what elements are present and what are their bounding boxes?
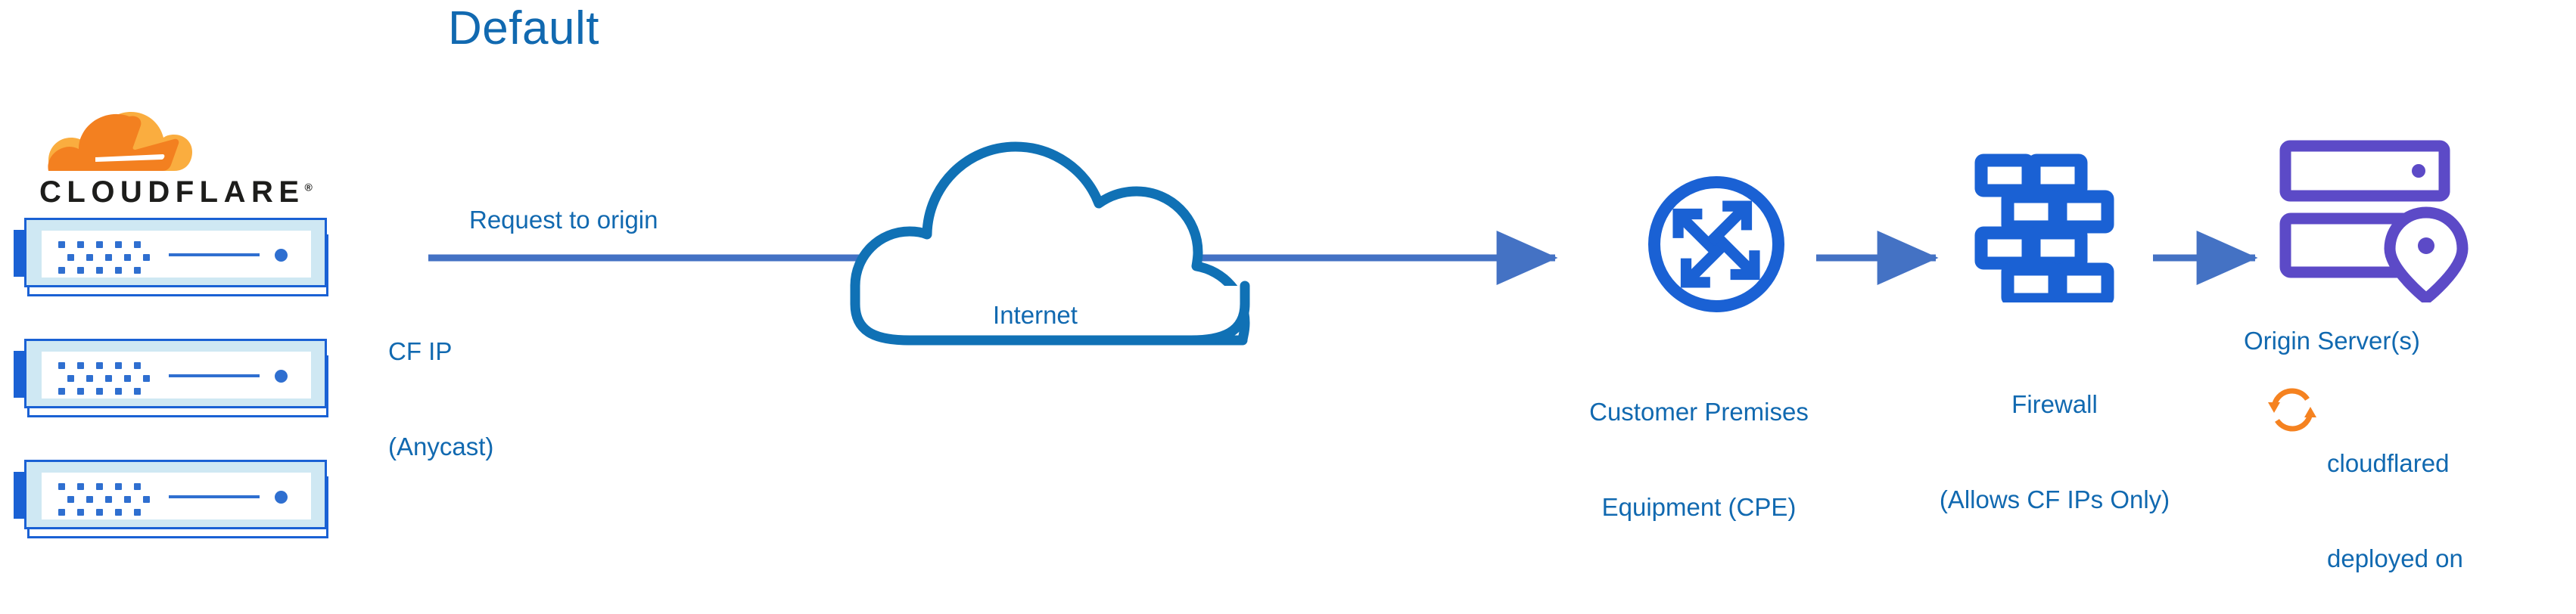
server-led xyxy=(275,491,288,504)
server-body xyxy=(24,339,327,408)
cpe-label-line1: Customer Premises xyxy=(1589,398,1809,426)
server-status-bar xyxy=(169,374,260,377)
origin-server-pin-icon xyxy=(2279,140,2469,305)
server-faceplate xyxy=(42,473,311,519)
server-status-bar xyxy=(169,495,260,498)
cloudflared-note-line2: deployed on xyxy=(2327,544,2463,572)
origin-server-icon-wrap xyxy=(2278,140,2475,306)
server-led xyxy=(275,249,288,262)
cloudflared-icon-wrap xyxy=(2265,383,2319,441)
cloudflare-server-unit-2 xyxy=(14,339,331,420)
firewall-icon-wrap xyxy=(1968,151,2126,306)
page-title: Default xyxy=(448,2,599,54)
cloudflare-cloud-icon xyxy=(48,112,192,171)
router-icon xyxy=(1648,176,1784,312)
firewall-label-line2: (Allows CF IPs Only) xyxy=(1939,485,2170,513)
firewall-label: Firewall (Allows CF IPs Only) xyxy=(1877,325,2232,579)
cpe-router-icon xyxy=(1644,172,1788,320)
server-led xyxy=(275,370,288,383)
cloudflare-server-unit-1 xyxy=(14,218,331,299)
cf-ip-line2: (Anycast) xyxy=(388,433,494,460)
server-body xyxy=(24,460,327,529)
cloudflare-wordmark: CLOUDFLARE® xyxy=(39,175,313,209)
cf-ip-label: CF IP (Anycast) xyxy=(388,272,493,526)
cpe-label: Customer Premises Equipment (CPE) xyxy=(1540,333,1858,587)
brick-wall-icon xyxy=(1974,154,2114,306)
cloudflared-note-line1: cloudflared xyxy=(2327,449,2450,477)
server-status-bar xyxy=(169,253,260,256)
internet-cloud xyxy=(840,113,1264,359)
request-to-origin-label: Request to origin xyxy=(469,206,658,234)
internet-label: Internet xyxy=(993,301,1078,329)
server-faceplate xyxy=(42,231,311,278)
server-faceplate xyxy=(42,352,311,398)
registered-mark: ® xyxy=(304,181,313,194)
cloudflared-note: cloudflared deployed on servers xyxy=(2327,384,2524,614)
cloudflare-wordmark-text: CLOUDFLARE xyxy=(39,175,305,209)
sync-arrows-icon xyxy=(2268,388,2316,432)
cf-ip-line1: CF IP xyxy=(388,337,453,365)
cloudflare-server-unit-3 xyxy=(14,460,331,541)
cpe-label-line2: Equipment (CPE) xyxy=(1601,493,1797,521)
server-body xyxy=(24,218,327,287)
cloud-icon xyxy=(850,141,1250,346)
origin-server-label: Origin Server(s) xyxy=(2244,327,2420,355)
firewall-label-line1: Firewall xyxy=(2011,390,2098,418)
cloudflare-logo xyxy=(30,106,348,197)
